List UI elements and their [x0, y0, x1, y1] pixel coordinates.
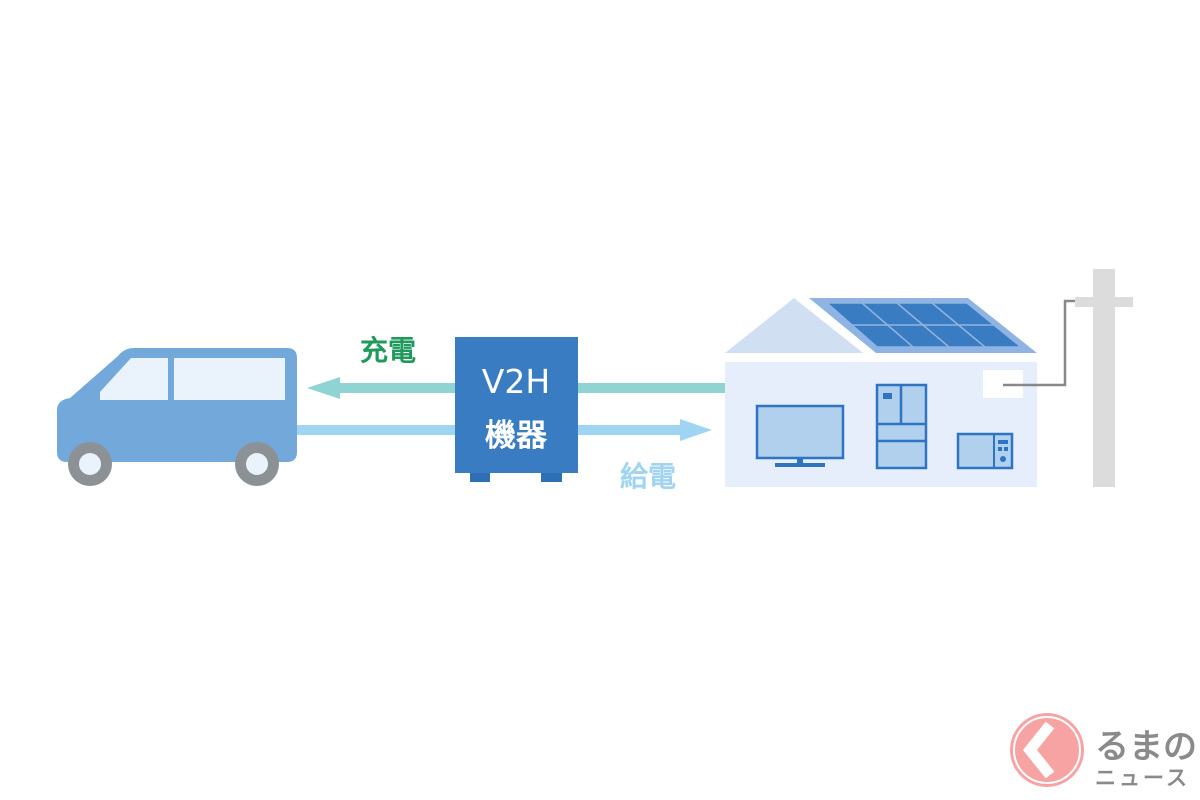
- device-label-kiki: 機器: [485, 418, 548, 454]
- refrigerator-icon: [875, 383, 928, 470]
- v2h-device: V2H 機器: [455, 337, 578, 482]
- power-line: [1003, 299, 1076, 387]
- house-illustration: [725, 298, 1037, 487]
- tv-icon: [755, 404, 845, 467]
- logo-text-line2: ニュース: [1095, 766, 1187, 790]
- device-label-v2h: V2H: [482, 362, 550, 401]
- solar-panels: [825, 302, 1024, 348]
- car-illustration: [57, 348, 297, 486]
- kurumanonews-logo: るまの ニュース: [1010, 713, 1197, 790]
- supply-label: 給電: [620, 460, 676, 493]
- charge-label: 充電: [360, 334, 416, 367]
- logo-text-line1: るまの: [1095, 727, 1197, 767]
- roof-gable: [725, 298, 863, 353]
- utility-pole: [1075, 269, 1133, 487]
- microwave-icon: [956, 432, 1014, 470]
